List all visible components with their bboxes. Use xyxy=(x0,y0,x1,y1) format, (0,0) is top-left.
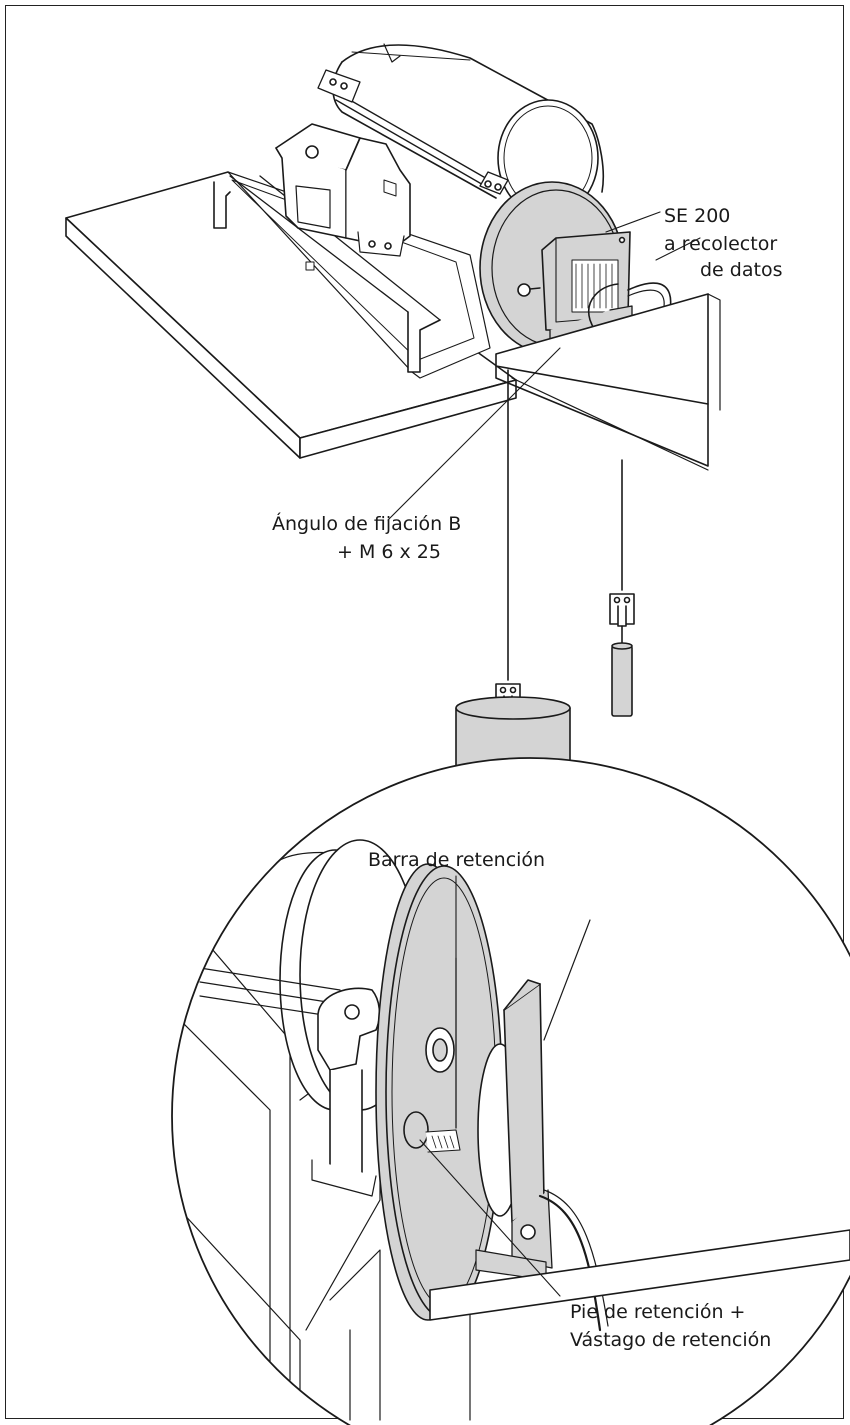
detail-circle xyxy=(171,757,850,1425)
motor-housing xyxy=(275,123,411,257)
side-table xyxy=(495,293,721,471)
label-bracket-line1: Ángulo de fijación B xyxy=(272,513,462,535)
leader-lines-bottom xyxy=(419,875,561,1297)
leader-lines-top xyxy=(387,211,701,521)
rail-bars xyxy=(317,69,509,195)
label-foot-line1: Pie de retención + xyxy=(570,1301,746,1323)
detail-view xyxy=(172,758,850,1425)
hanging-weights xyxy=(455,369,635,812)
label-foot-line2: Vástago de retención xyxy=(570,1329,772,1351)
label-se200: SE 200 xyxy=(664,205,731,227)
label-collector-line2: de datos xyxy=(700,259,783,281)
label-retention-bar: Barra de retención xyxy=(368,849,546,871)
label-bracket-line2: + M 6 x 25 xyxy=(337,541,441,563)
label-collector-line1: a recolector xyxy=(664,233,778,255)
